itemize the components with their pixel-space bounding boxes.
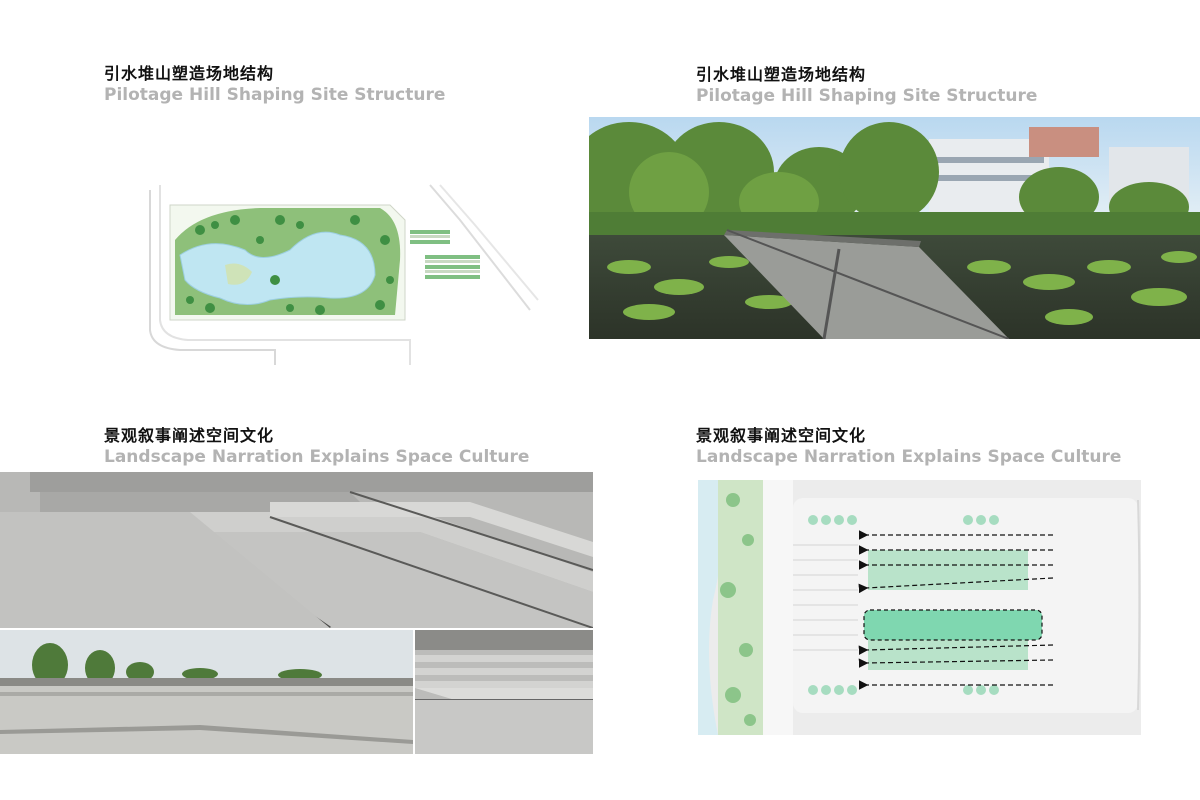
heading-english: Pilotage Hill Shaping Site Structure (696, 86, 1038, 106)
heading-chinese: 景观叙事阐述空间文化 (104, 426, 275, 445)
heading-chinese: 引水堆山塑造场地结构 (104, 64, 275, 83)
heading-english: Pilotage Hill Shaping Site Structure (104, 85, 446, 105)
heading-english: Landscape Narration Explains Space Cultu… (104, 447, 530, 467)
boardwalk-pond-photo (589, 117, 1200, 339)
narration-axis-plan (698, 480, 1141, 735)
section-heading-narration-plan: 景观叙事阐述空间文化 Landscape Narration Explains … (696, 426, 1121, 468)
section-heading-narration-photos: 景观叙事阐述空间文化 Landscape Narration Explains … (104, 426, 529, 468)
plaza-panorama-photo (0, 630, 413, 754)
heading-chinese: 引水堆山塑造场地结构 (696, 65, 867, 84)
steps-detail-photo (415, 630, 593, 754)
section-heading-site-structure-plan: 引水堆山塑造场地结构 Pilotage Hill Shaping Site St… (104, 64, 445, 106)
heading-chinese: 景观叙事阐述空间文化 (696, 426, 867, 445)
heading-english: Landscape Narration Explains Space Cultu… (696, 447, 1122, 467)
section-heading-site-structure-photo: 引水堆山塑造场地结构 Pilotage Hill Shaping Site St… (696, 65, 1037, 107)
site-plan-image (140, 180, 540, 365)
granite-steps-photo-large (0, 472, 593, 628)
